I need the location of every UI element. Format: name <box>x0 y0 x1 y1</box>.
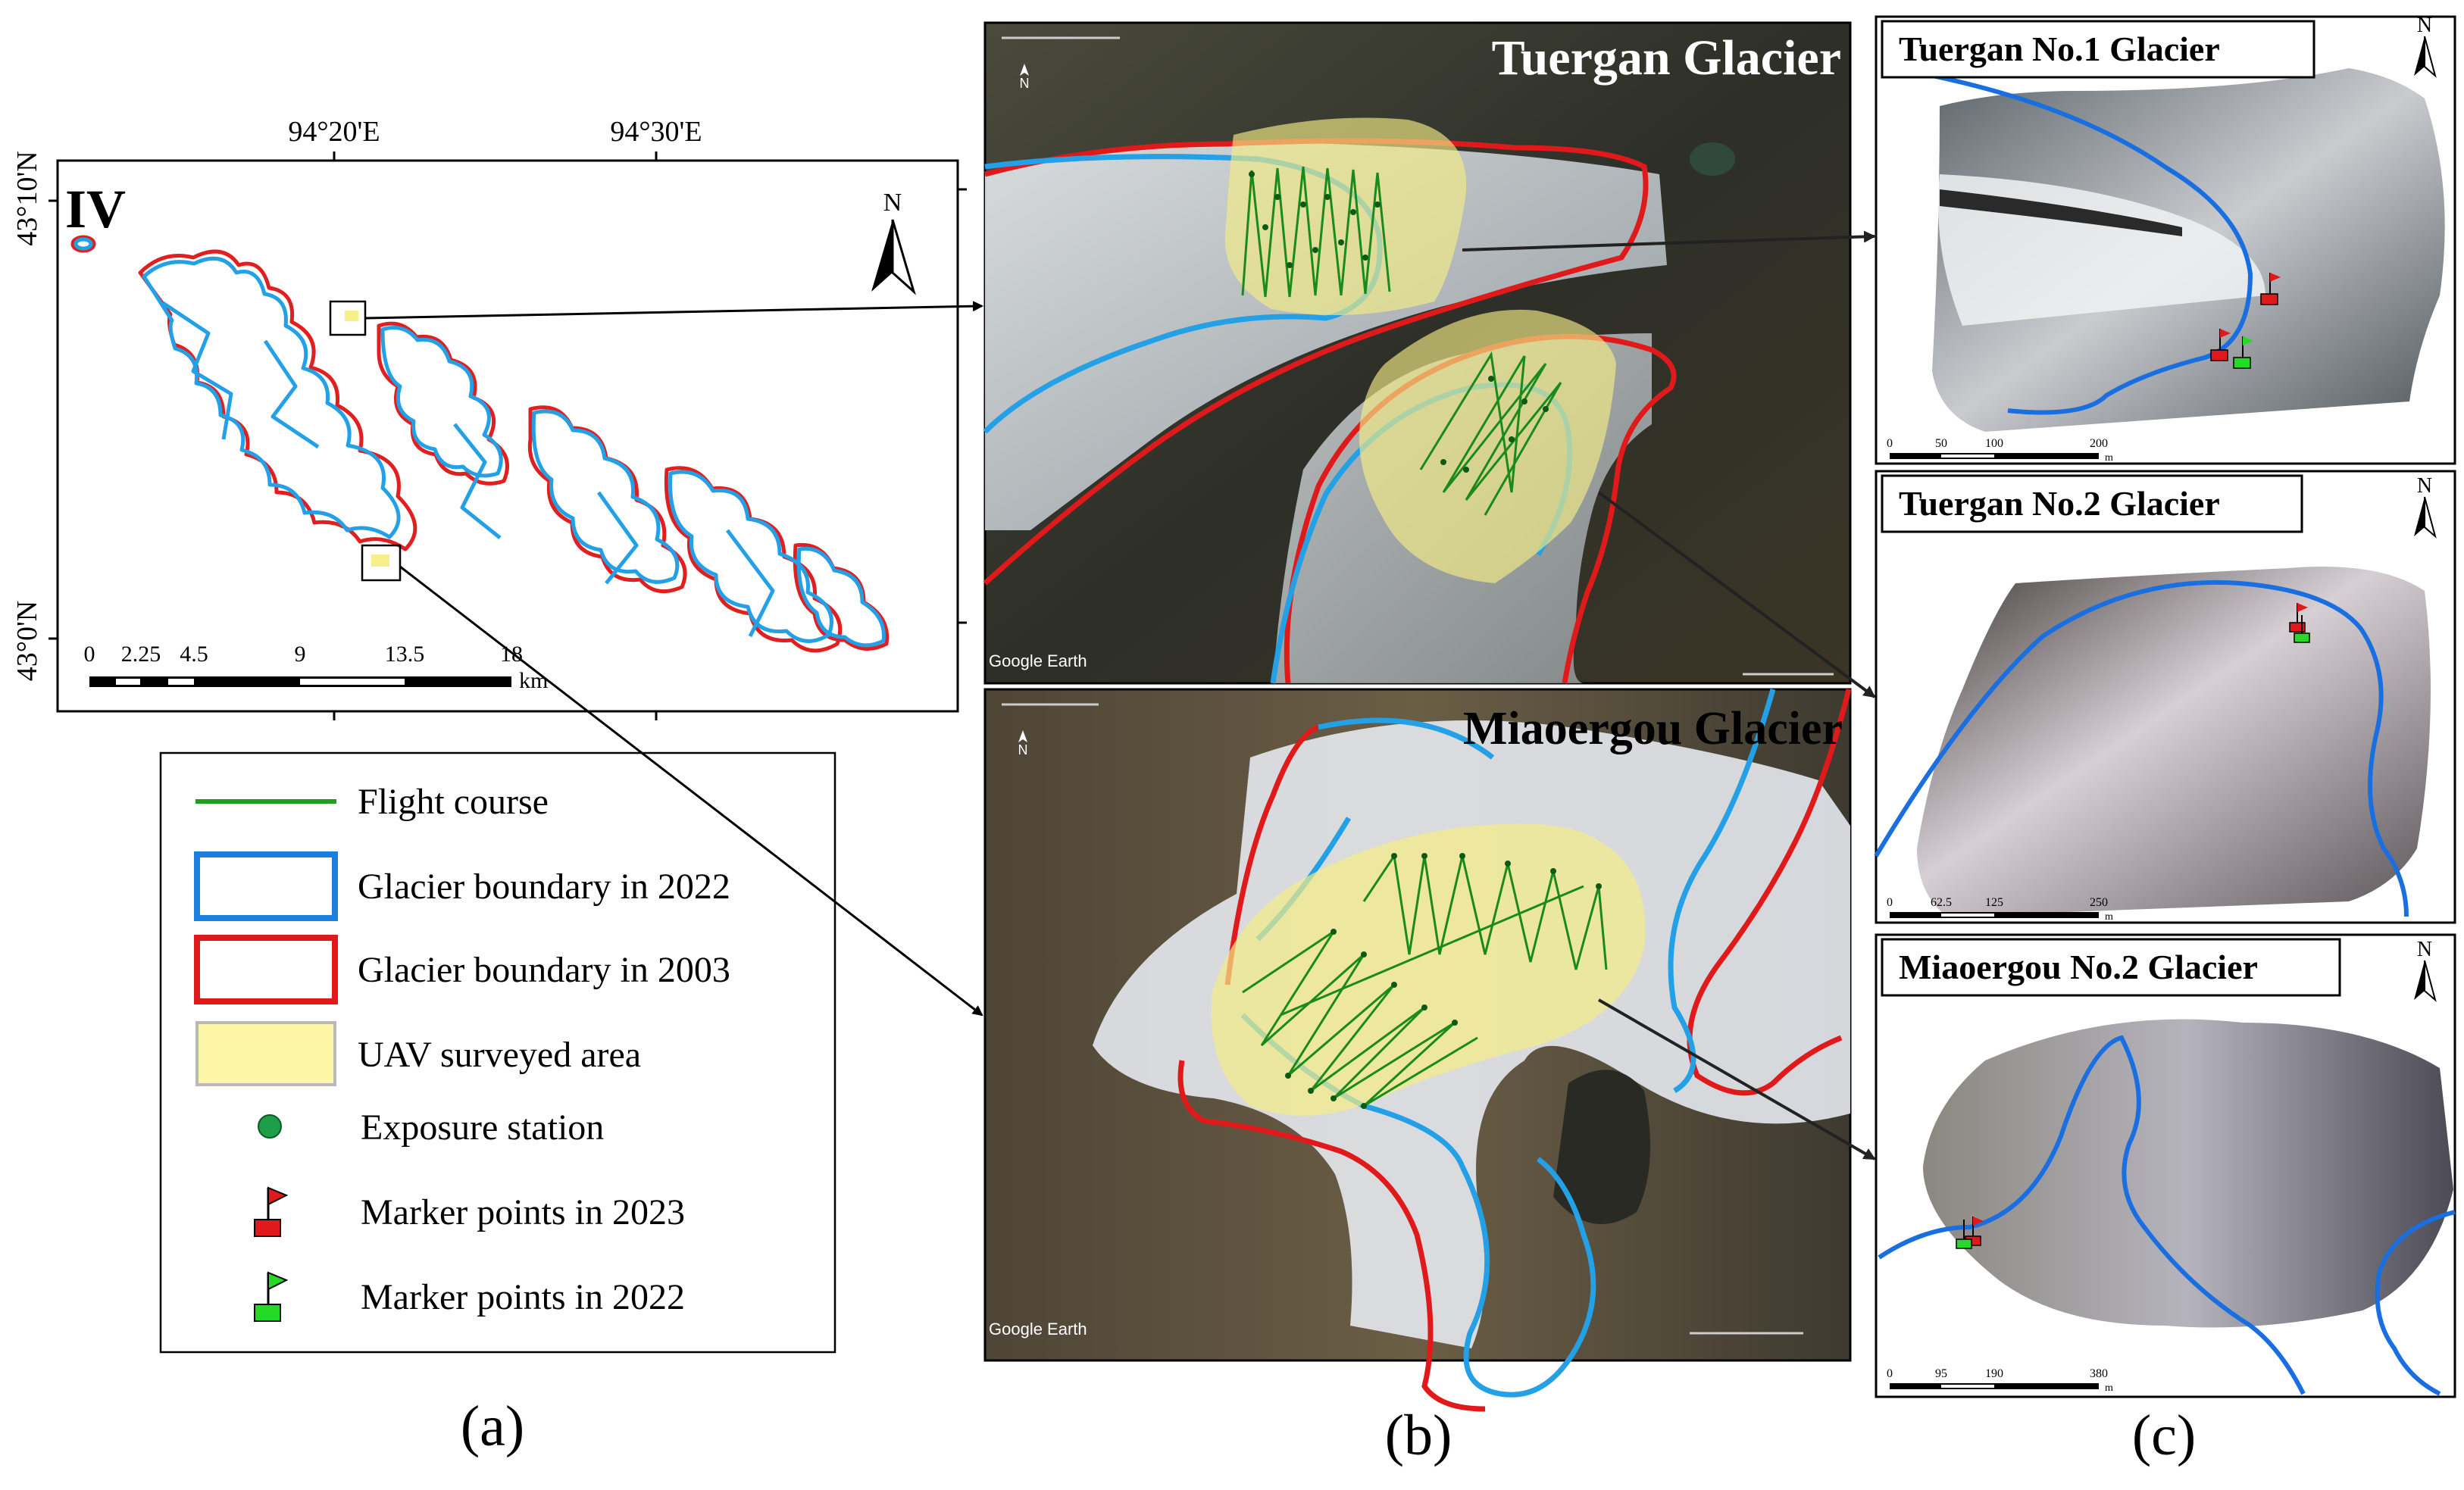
north-arrow-icon: N <box>2414 14 2437 78</box>
lat-label-2: 43°0'N <box>11 601 43 682</box>
legend-label: Marker points in 2022 <box>361 1277 685 1317</box>
glacier-outlines <box>70 235 890 653</box>
svg-text:0: 0 <box>1887 437 1893 450</box>
legend-swatch-2022 <box>194 851 338 921</box>
svg-text:100: 100 <box>1985 437 2003 450</box>
inset-scale-bar: 0 50 100 200 m <box>1887 437 2113 464</box>
svg-text:m: m <box>2105 911 2113 923</box>
arrow-b-to-c1 <box>1462 230 1876 251</box>
tuergan-glacier-title: Tuergan Glacier <box>1492 30 1841 86</box>
legend: Flight course Glacier boundary in 2022 G… <box>159 751 836 1354</box>
uav-area-tuergan-1 <box>1224 117 1467 315</box>
svg-text:190: 190 <box>1985 1367 2003 1380</box>
inset-miaoergou-no2: Miaoergou No.2 Glacier N 0 95 190 380 m <box>1875 933 2456 1398</box>
svg-text:250: 250 <box>2090 896 2108 909</box>
inset-title: Miaoergou No.2 Glacier <box>1899 948 2258 986</box>
uav-area-tuergan-2 <box>1359 309 1616 583</box>
green-flag-icon <box>1956 1220 1972 1249</box>
svg-text:125: 125 <box>1985 896 2003 909</box>
green-flag-icon <box>254 1271 289 1322</box>
north-arrow-icon: N <box>2414 938 2437 1002</box>
north-arrow-icon: N <box>871 189 916 295</box>
inset-tuergan-no2: Tuergan No.2 Glacier N 0 62.5 125 250 m <box>1874 470 2456 924</box>
miaoergou-selection-box <box>361 544 402 582</box>
legend-label: UAV surveyed area <box>358 1035 641 1075</box>
red-flag-icon <box>2210 273 2281 361</box>
legend-label: Glacier boundary in 2003 <box>358 950 730 990</box>
panel-a-scale-bar: 0 2.25 4.5 9 13.5 18 km <box>84 642 549 693</box>
north-label: N <box>1020 76 1030 91</box>
inset-tuergan-no1: Tuergan No.1 Glacier N 0 50 100 200 m <box>1875 14 2456 465</box>
svg-text:N: N <box>883 189 902 217</box>
legend-swatch-uav <box>195 1021 336 1086</box>
arrow-b-to-c2 <box>1597 491 1876 698</box>
svg-text:95: 95 <box>1935 1367 1947 1380</box>
green-flag-icon <box>2233 336 2253 369</box>
svg-text:62.5: 62.5 <box>1931 896 1952 909</box>
google-earth-watermark: Google Earth <box>989 651 1087 670</box>
scale-tick: 0 <box>84 642 95 667</box>
svg-text:m: m <box>2105 1382 2113 1394</box>
svg-text:50: 50 <box>1935 437 1947 450</box>
arrow-a-to-miaoergou <box>399 565 983 1017</box>
scale-tick: 2.25 <box>121 642 161 667</box>
legend-swatch-2003 <box>194 935 338 1004</box>
svg-text:0: 0 <box>1887 1367 1893 1380</box>
region-label: IV <box>65 179 126 239</box>
green-flag-icon <box>2294 615 2310 643</box>
arrow-b-to-c3 <box>1598 998 1876 1160</box>
legend-label: Marker points in 2023 <box>361 1192 685 1232</box>
scale-tick: 13.5 <box>385 642 425 667</box>
svg-text:200: 200 <box>2090 437 2108 450</box>
legend-label: Exposure station <box>361 1107 604 1148</box>
caption-c: (c) <box>2132 1404 2196 1467</box>
arrow-a-to-tuergan <box>364 301 983 320</box>
inset-scale-bar: 0 95 190 380 m <box>1887 1367 2113 1394</box>
lon-label-1: 94°20'E <box>288 116 380 148</box>
svg-text:380: 380 <box>2090 1367 2108 1380</box>
legend-label: Glacier boundary in 2022 <box>358 867 730 907</box>
red-flag-icon <box>254 1186 289 1237</box>
panel-b-miaoergou: Miaoergou Glacier Google Earth N <box>983 688 1852 1412</box>
miaoergou-glacier-title: Miaoergou Glacier <box>1463 703 1843 754</box>
caption-b: (b) <box>1385 1404 1452 1467</box>
scale-tick: 4.5 <box>180 642 208 667</box>
panel-a-map: 94°20'E 94°30'E 43°10'N 43°0'N IV N <box>11 116 967 720</box>
north-arrow-icon <box>1020 64 1029 76</box>
exposure-station-icon <box>258 1114 282 1139</box>
inset-title: Tuergan No.2 Glacier <box>1899 484 2220 523</box>
north-arrow-icon <box>1018 730 1027 742</box>
legend-label: Flight course <box>358 782 549 822</box>
svg-text:m: m <box>2105 452 2113 464</box>
svg-text:N: N <box>2417 474 2432 498</box>
caption-a: (a) <box>461 1395 524 1458</box>
north-arrow-icon: N <box>2414 474 2437 539</box>
north-label: N <box>1018 742 1028 757</box>
lat-label-1: 43°10'N <box>11 151 43 246</box>
google-earth-watermark: Google Earth <box>989 1320 1087 1339</box>
scale-tick: 9 <box>295 642 306 667</box>
uav-area-miaoergou <box>1211 823 1646 1116</box>
connector-arrows <box>364 230 1876 1160</box>
svg-text:0: 0 <box>1887 896 1893 909</box>
inset-scale-bar: 0 62.5 125 250 m <box>1887 896 2113 923</box>
svg-text:N: N <box>2417 938 2432 961</box>
lon-label-2: 94°30'E <box>610 116 702 148</box>
inset-title: Tuergan No.1 Glacier <box>1899 30 2220 68</box>
scale-unit: km <box>519 668 548 693</box>
svg-text:N: N <box>2417 14 2432 37</box>
